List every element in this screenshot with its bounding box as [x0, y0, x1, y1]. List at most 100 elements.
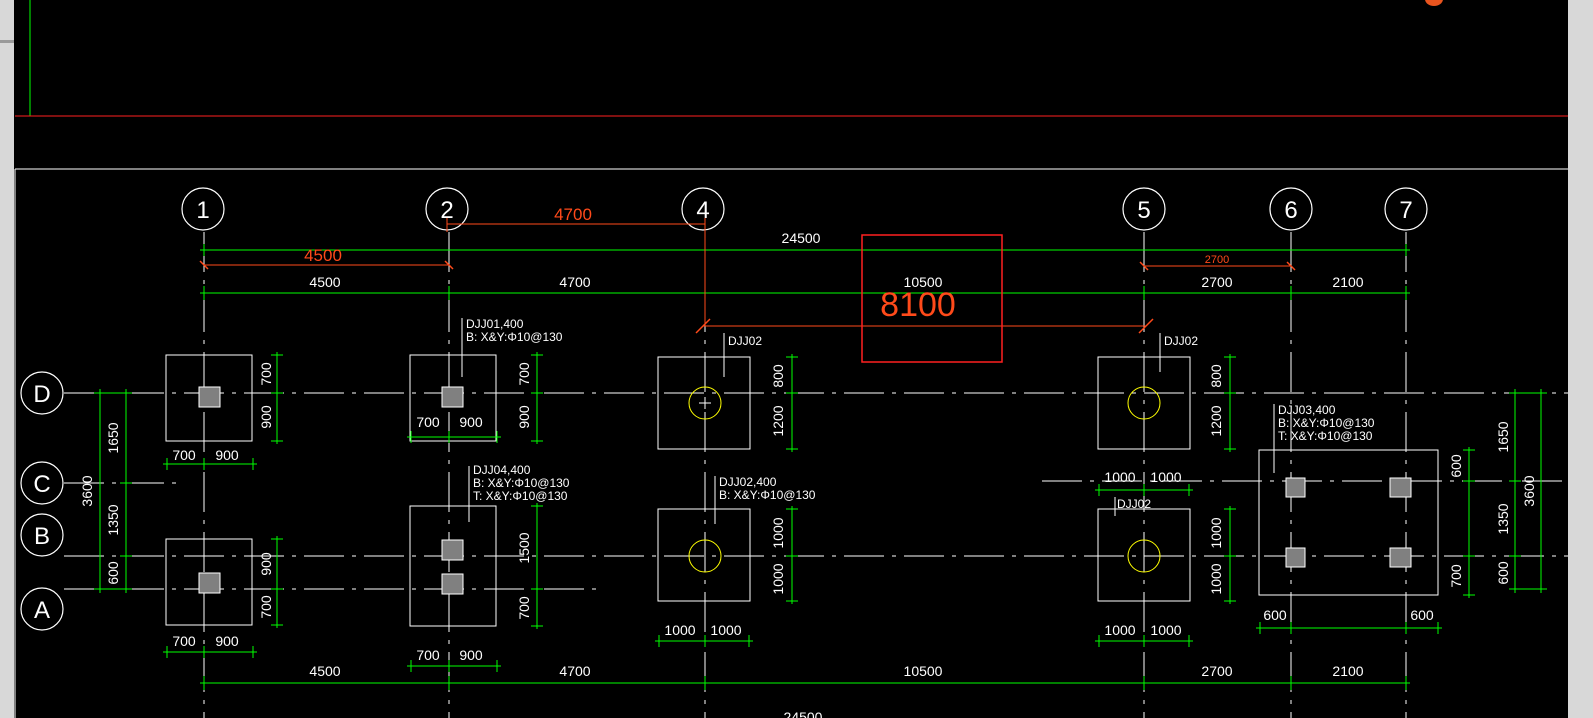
axis-bubble-B: B — [20, 513, 64, 557]
svg-text:3600: 3600 — [1521, 475, 1537, 506]
footing-tag-djj02-b4: DJJ02,400 — [719, 475, 777, 489]
svg-text:700: 700 — [516, 362, 532, 386]
footing-d5[interactable]: DJJ02 1000 1000 800 1200 — [1095, 333, 1236, 496]
svg-text:1: 1 — [196, 197, 209, 224]
footing-d1[interactable]: 700 900 700 900 — [163, 352, 283, 470]
svg-text:1350: 1350 — [105, 504, 121, 535]
svg-text:1000: 1000 — [1150, 469, 1181, 485]
svg-text:A: A — [34, 597, 50, 624]
svg-text:8100: 8100 — [880, 286, 956, 324]
svg-text:2700: 2700 — [1201, 274, 1232, 290]
svg-text:1000: 1000 — [1104, 469, 1135, 485]
svg-text:4700: 4700 — [554, 205, 592, 224]
svg-text:900: 900 — [258, 405, 274, 429]
axis-bubble-4: 4 — [681, 187, 725, 231]
bottom-span-dimensions: 4500 4700 10500 2700 2100 24500 — [200, 663, 1410, 718]
svg-text:700: 700 — [416, 647, 440, 663]
svg-text:B: X&Y:Φ10@130: B: X&Y:Φ10@130 — [473, 476, 570, 490]
svg-text:2700: 2700 — [1205, 254, 1229, 266]
left-dimensions: 3600 1650 1350 600 — [79, 389, 132, 593]
axis-bubble-1: 1 — [181, 187, 225, 231]
column-axis-lines — [203, 232, 1407, 718]
right-panel-edge — [1568, 0, 1593, 718]
svg-text:1000: 1000 — [770, 517, 786, 548]
svg-text:900: 900 — [215, 447, 239, 463]
axis-bubble-6: 6 — [1269, 187, 1313, 231]
svg-text:900: 900 — [516, 405, 532, 429]
svg-text:B: B — [34, 523, 50, 550]
svg-text:700: 700 — [1448, 564, 1464, 588]
svg-text:700: 700 — [516, 596, 532, 620]
footing-tag-djj03: DJJ03,400 — [1278, 403, 1336, 417]
svg-text:4500: 4500 — [304, 246, 342, 265]
app-logo — [1425, 0, 1575, 8]
svg-text:B: X&Y:Φ10@130: B: X&Y:Φ10@130 — [719, 488, 816, 502]
bottom-total-partial: 24500 — [784, 709, 823, 718]
axis-bubble-7: 7 — [1384, 187, 1428, 231]
footing-c2[interactable]: DJJ04,400 B: X&Y:Φ10@130 T: X&Y:Φ10@130 … — [407, 463, 570, 672]
svg-text:900: 900 — [215, 633, 239, 649]
right-dimensions: 3600 1650 1350 600 — [1495, 389, 1547, 593]
svg-text:10500: 10500 — [904, 663, 943, 679]
panel-notch — [0, 40, 14, 43]
svg-text:T: X&Y:Φ10@130: T: X&Y:Φ10@130 — [473, 489, 568, 503]
svg-text:2100: 2100 — [1332, 663, 1363, 679]
red-dim-8100: 8100 — [695, 232, 1154, 334]
footing-b4[interactable]: DJJ02,400 B: X&Y:Φ10@130 1000 1000 1000 … — [655, 475, 816, 647]
svg-text:900: 900 — [258, 552, 274, 576]
svg-text:1650: 1650 — [1495, 421, 1511, 452]
axis-bubble-2: 2 — [425, 187, 469, 231]
svg-text:C: C — [33, 471, 50, 498]
footing-f67[interactable]: DJJ03,400 B: X&Y:Φ10@130 T: X&Y:Φ10@130 … — [1256, 403, 1475, 634]
svg-text:6: 6 — [1284, 197, 1297, 224]
svg-text:1000: 1000 — [1150, 622, 1181, 638]
svg-text:1000: 1000 — [710, 622, 741, 638]
footing-b5[interactable]: DJJ02 1000 1000 1000 1000 — [1095, 497, 1236, 647]
svg-text:5: 5 — [1137, 197, 1150, 224]
footing-d2[interactable]: DJJ01,400 B: X&Y:Φ10@130 700 900 700 900 — [407, 317, 563, 444]
svg-text:2700: 2700 — [1201, 663, 1232, 679]
footing-a1[interactable]: 700 900 900 700 — [163, 536, 283, 658]
top-span-dimensions: 4500 4700 10500 2700 2100 — [200, 274, 1410, 300]
svg-text:10500: 10500 — [904, 274, 943, 290]
svg-text:1500: 1500 — [516, 532, 532, 563]
footing-tag-djj04: DJJ04,400 — [473, 463, 531, 477]
svg-text:1200: 1200 — [1208, 405, 1224, 436]
highlight-box[interactable] — [861, 234, 1003, 363]
svg-text:B: X&Y:Φ10@130: B: X&Y:Φ10@130 — [466, 330, 563, 344]
left-panel-edge — [0, 0, 14, 718]
footing-tag-djj01: DJJ01,400 — [466, 317, 524, 331]
svg-text:1000: 1000 — [664, 622, 695, 638]
red-dim-2700: 2700 — [1139, 254, 1296, 271]
svg-text:700: 700 — [172, 447, 196, 463]
svg-text:T: X&Y:Φ10@130: T: X&Y:Φ10@130 — [1278, 429, 1373, 443]
footing-d4[interactable]: DJJ02 800 1200 — [657, 333, 798, 452]
svg-text:2: 2 — [440, 197, 453, 224]
svg-text:600: 600 — [1263, 607, 1287, 623]
svg-text:1650: 1650 — [105, 422, 121, 453]
svg-text:700: 700 — [258, 362, 274, 386]
svg-text:600: 600 — [1448, 454, 1464, 478]
svg-text:600: 600 — [1495, 561, 1511, 585]
svg-text:800: 800 — [1208, 364, 1224, 388]
svg-text:1000: 1000 — [1104, 622, 1135, 638]
svg-text:900: 900 — [459, 647, 483, 663]
footing-tag-djj02-b5: DJJ02 — [1117, 497, 1151, 511]
axis-bubble-5: 5 — [1122, 187, 1166, 231]
svg-text:1350: 1350 — [1495, 503, 1511, 534]
dim-total-text: 24500 — [782, 230, 821, 246]
svg-text:600: 600 — [105, 561, 121, 585]
svg-text:3600: 3600 — [79, 475, 95, 506]
svg-text:1200: 1200 — [770, 405, 786, 436]
svg-text:800: 800 — [770, 364, 786, 388]
top-total-dimension: 24500 — [200, 230, 1410, 256]
svg-text:700: 700 — [416, 414, 440, 430]
orange-circle-logo-icon — [1425, 0, 1443, 6]
footing-tag-djj02-d5: DJJ02 — [1164, 334, 1198, 348]
svg-text:700: 700 — [172, 633, 196, 649]
svg-text:4: 4 — [696, 197, 709, 224]
svg-text:1000: 1000 — [770, 563, 786, 594]
svg-text:900: 900 — [459, 414, 483, 430]
